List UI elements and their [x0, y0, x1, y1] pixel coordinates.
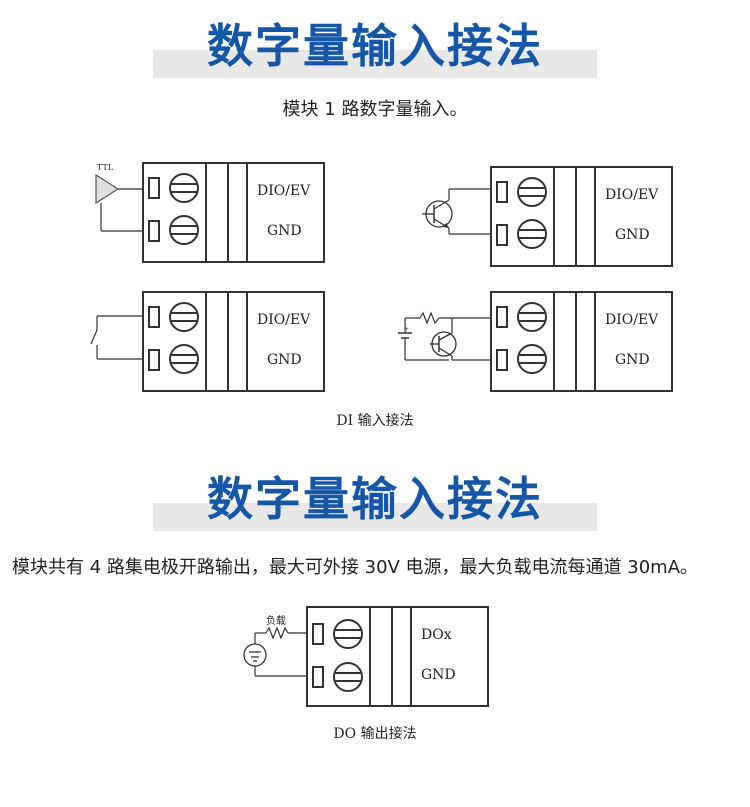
- svg-text:+: +: [404, 326, 409, 333]
- terminal-block-c: DIO/EV GND: [142, 291, 325, 392]
- power-source-icon: [243, 643, 267, 667]
- load-label: 负载: [266, 614, 286, 627]
- ttl-source: TTL: [95, 163, 143, 232]
- title-underline-bar: [153, 50, 597, 78]
- terminal-block-d: DIO/EV GND: [490, 291, 673, 392]
- terminal-label-1: DIO/EV: [257, 312, 311, 328]
- section2-description: 模块共有 4 路集电极开路输出，最大可外接 30V 电源，最大负载电流每通道 3…: [12, 557, 699, 578]
- terminal-label-2: GND: [421, 667, 456, 683]
- title-underline-bar: [153, 503, 597, 531]
- section1-caption: DI 输入接法: [336, 413, 414, 429]
- terminal-label-2: GND: [267, 223, 302, 239]
- switch-icon: [90, 315, 143, 360]
- battery-transistor-circuit: +: [398, 311, 491, 361]
- transistor-icon: [422, 188, 491, 235]
- terminal-label-1: DIO/EV: [605, 312, 659, 328]
- section2-title-block: 数字量输入接法: [0, 460, 750, 531]
- section1-title: 数字量输入接法: [207, 19, 543, 73]
- ttl-label: TTL: [97, 163, 114, 172]
- terminal-label-2: GND: [615, 352, 650, 368]
- terminal-block-b: DIO/EV GND: [490, 166, 673, 267]
- section1-title-block: 数字量输入接法: [0, 10, 750, 80]
- section1-description: 模块 1 路数字量输入。: [282, 99, 468, 120]
- section2-caption: DO 输出接法: [333, 726, 417, 742]
- terminal-label-1: DOx: [421, 627, 452, 643]
- section2-title: 数字量输入接法: [207, 472, 543, 526]
- terminal-label-2: GND: [267, 352, 302, 368]
- terminal-label-2: GND: [615, 227, 650, 243]
- terminal-block-do: DOx GND: [306, 606, 489, 707]
- terminal-label-1: DIO/EV: [605, 187, 659, 203]
- terminal-label-1: DIO/EV: [257, 183, 311, 199]
- terminal-block-a: DIO/EV GND: [142, 162, 325, 263]
- load-circuit: 负载: [243, 614, 307, 677]
